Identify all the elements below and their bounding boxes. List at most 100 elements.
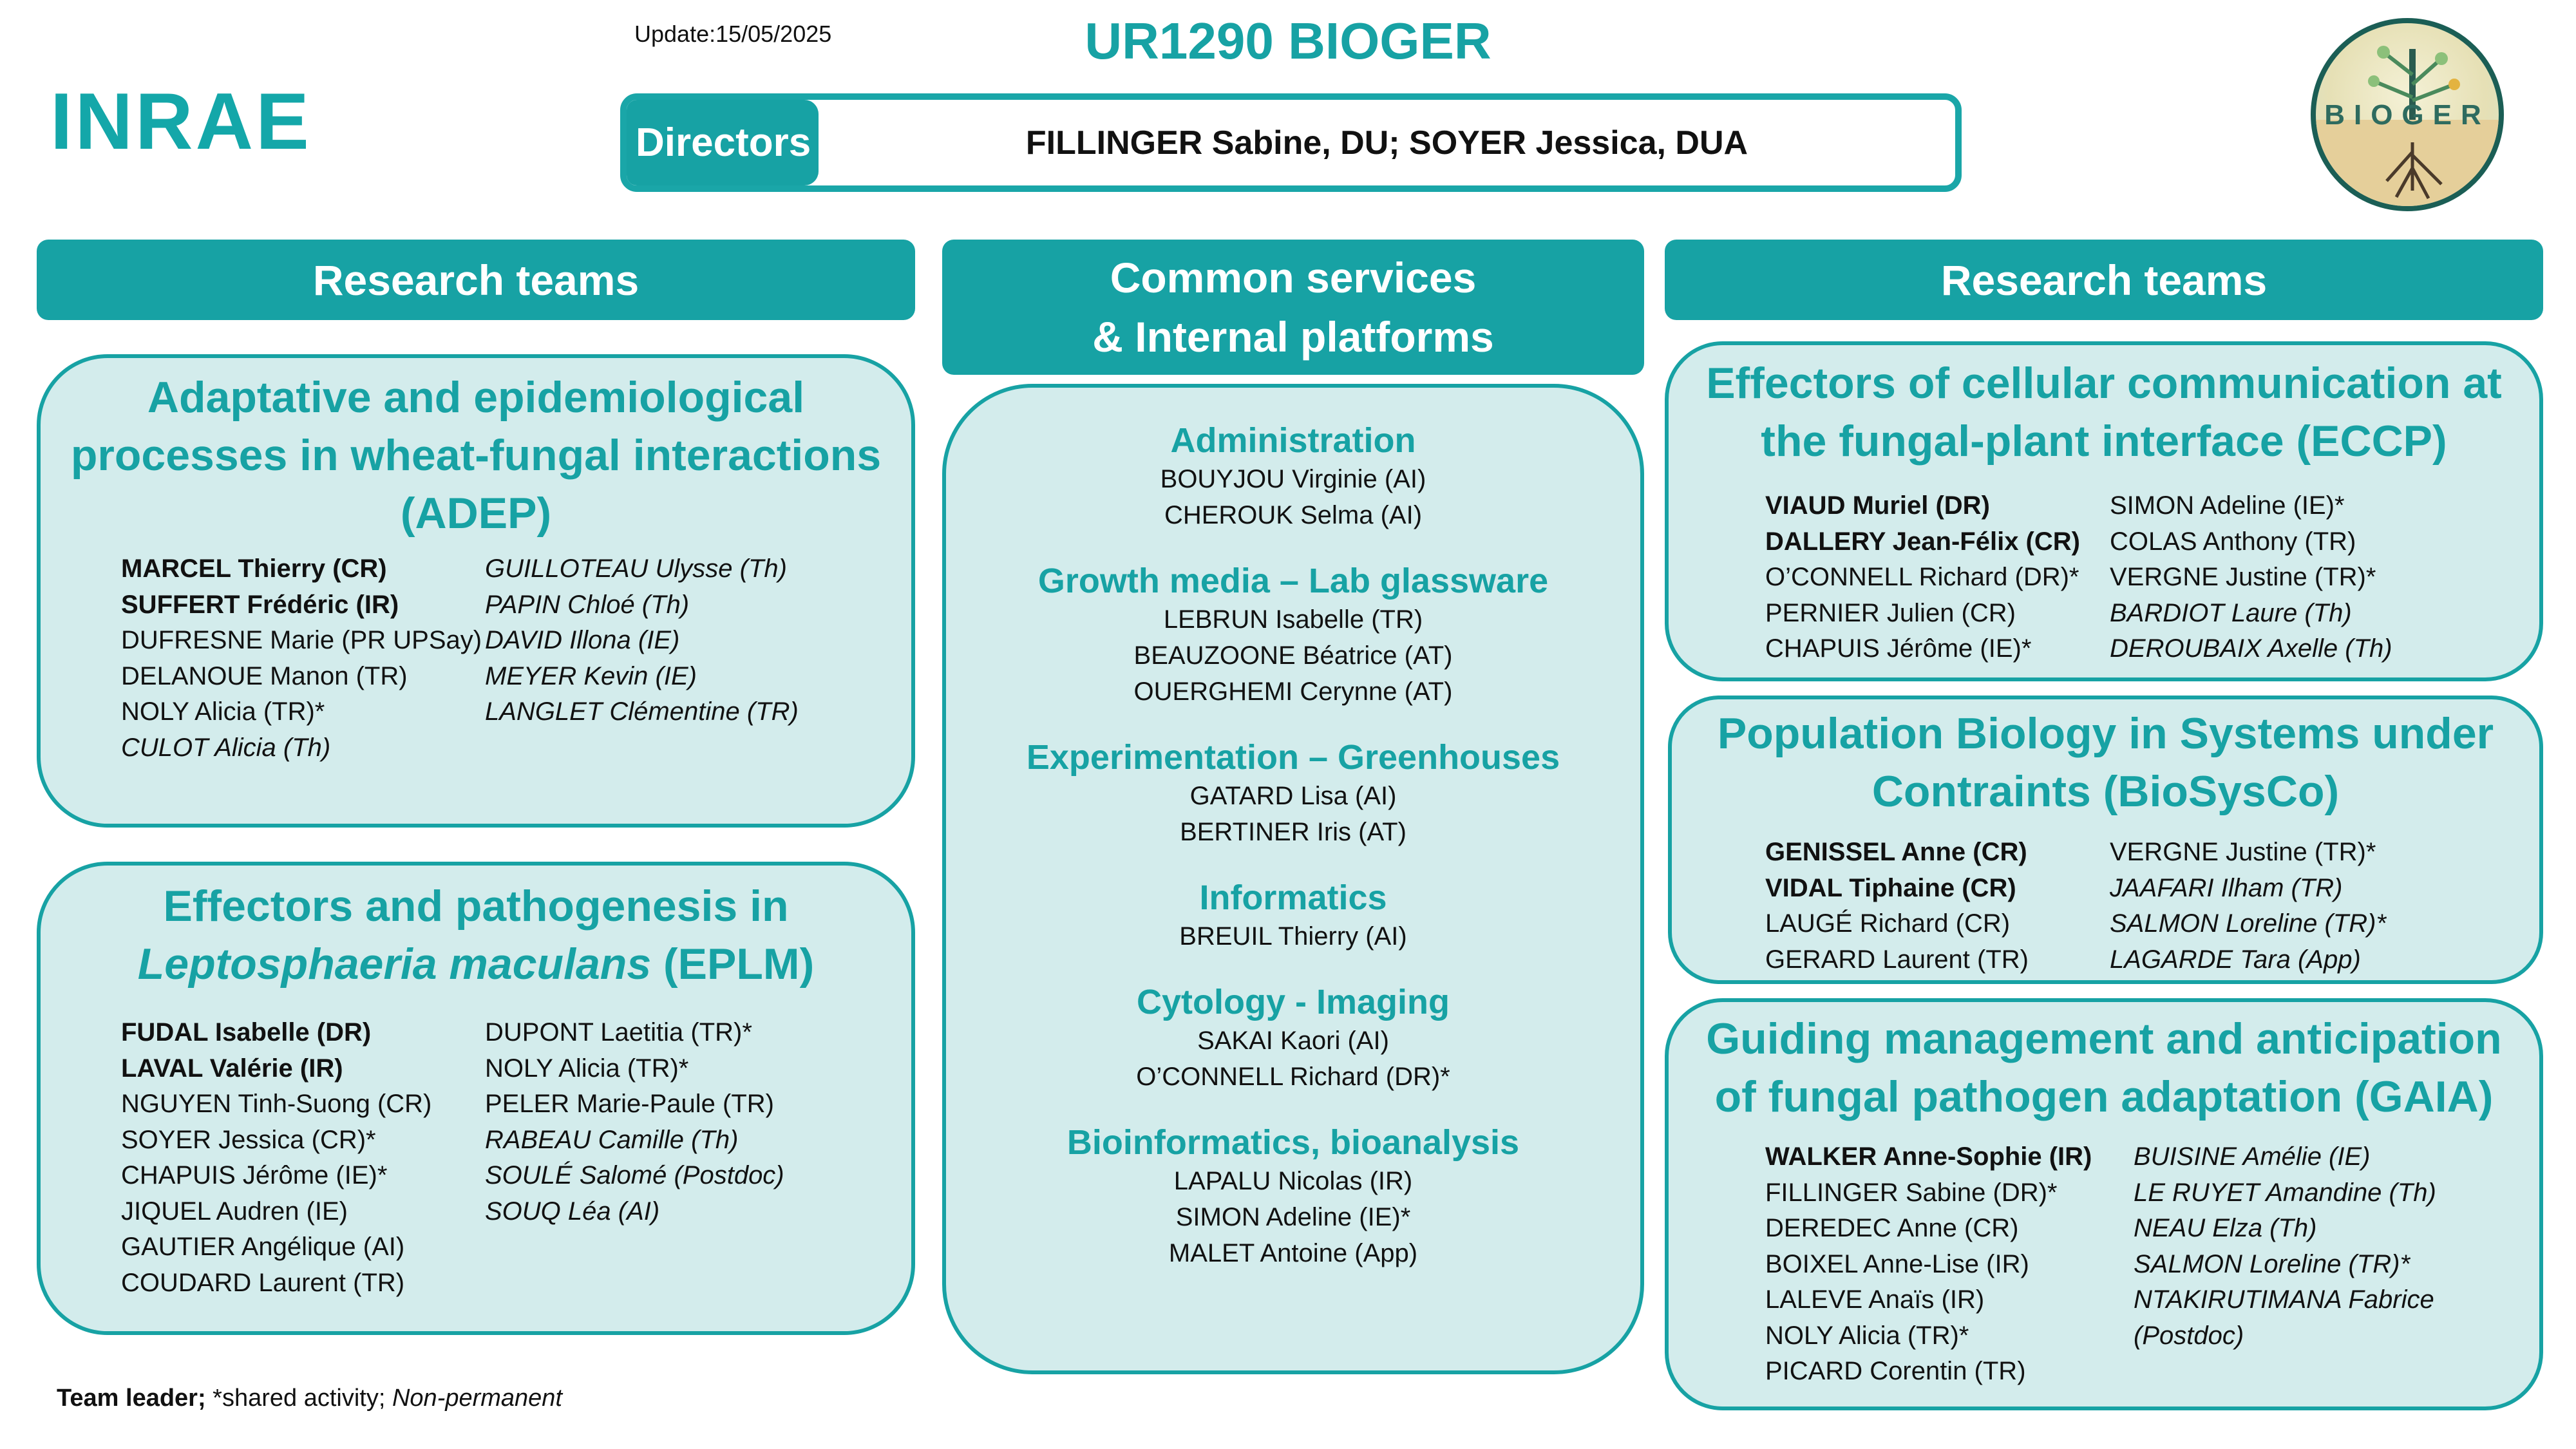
member: SIMON Adeline (IE)*: [1175, 1203, 1411, 1231]
team-gaia: Guiding management and anticipation of f…: [1665, 998, 2543, 1410]
service-title: Cytology - Imaging: [1137, 983, 1450, 1021]
team-eccp-col1: VIAUD Muriel (DR) DALLERY Jean-Félix (CR…: [1765, 488, 2080, 667]
member: PICARD Corentin (TR): [1765, 1357, 2026, 1385]
team-biosysco-col2: VERGNE Justine (TR)* JAAFARI Ilham (TR) …: [2110, 835, 2386, 978]
member: DUPONT Laetitia (TR)*: [485, 1018, 752, 1046]
service-title: Administration: [1170, 421, 1416, 460]
directors-box: Directors FILLINGER Sabine, DU; SOYER Je…: [620, 93, 1962, 192]
team-title-line: Contraints (BioSysCo): [1871, 767, 2340, 816]
page-title: UR1290 BIOGER: [1084, 12, 1492, 70]
member: BUISINE Amélie (IE): [2134, 1142, 2371, 1171]
team-eccp: Effectors of cellular communication at t…: [1665, 341, 2543, 681]
member: LALEVE Anaïs (IR): [1765, 1285, 1985, 1314]
member: O’CONNELL Richard (DR)*: [1765, 563, 2079, 591]
member: GENISSEL Anne (CR): [1765, 838, 2027, 866]
inrae-logo: INRAE: [50, 77, 312, 166]
service-experimentation: Experimentation – Greenhouses GATARD Lis…: [946, 737, 1640, 850]
team-eccp-title: Effectors of cellular communication at t…: [1669, 354, 2539, 470]
member: BEAUZOONE Béatrice (AT): [1133, 641, 1453, 670]
member: LE RUYET Amandine (Th): [2134, 1178, 2436, 1207]
member: BOUYJOU Virginie (AI): [1160, 465, 1426, 493]
service-cytology: Cytology - Imaging SAKAI Kaori (AI) O’CO…: [946, 981, 1640, 1095]
tree-icon: [2316, 46, 2499, 206]
team-adep-col1: MARCEL Thierry (CR) SUFFERT Frédéric (IR…: [121, 551, 482, 766]
legend-non-permanent: Non-permanent: [392, 1385, 563, 1412]
member: DUFRESNE Marie (PR UPSay): [121, 626, 482, 654]
team-gaia-title: Guiding management and anticipation of f…: [1669, 1010, 2539, 1126]
member: SAKAI Kaori (AI): [1197, 1027, 1389, 1055]
directors-names: FILLINGER Sabine, DU; SOYER Jessica, DUA: [1025, 124, 1748, 162]
common-services-header: Common services & Internal platforms: [942, 240, 1644, 375]
member: GATARD Lisa (AI): [1189, 782, 1397, 810]
member: SOUQ Léa (AI): [485, 1197, 660, 1226]
member: GERARD Laurent (TR): [1765, 945, 2029, 974]
member: NTAKIRUTIMANA Fabrice: [2134, 1285, 2434, 1314]
team-biosysco: Population Biology in Systems under Cont…: [1668, 696, 2543, 984]
team-eccp-col2: SIMON Adeline (IE)* COLAS Anthony (TR) V…: [2110, 488, 2392, 667]
common-services-header-line1: Common services: [1110, 254, 1477, 301]
member: COUDARD Laurent (TR): [121, 1268, 405, 1297]
member: DALLERY Jean-Félix (CR): [1765, 527, 2080, 556]
member: MALET Antoine (App): [1168, 1239, 1418, 1267]
service-informatics: Informatics BREUIL Thierry (AI): [946, 877, 1640, 954]
team-title-line: Leptosphaeria maculans (EPLM): [41, 935, 911, 993]
team-eplm-title: Effectors and pathogenesis in Leptosphae…: [41, 877, 911, 993]
service-title: Experimentation – Greenhouses: [1026, 738, 1560, 777]
team-title-line: Guiding management and anticipation: [1706, 1014, 2502, 1063]
species-name: Leptosphaeria maculans: [137, 940, 652, 989]
service-bioinformatics: Bioinformatics, bioanalysis LAPALU Nicol…: [946, 1122, 1640, 1271]
legend-shared: *shared activity;: [205, 1385, 392, 1412]
member: VIAUD Muriel (DR): [1765, 491, 1990, 520]
member: GUILLOTEAU Ulysse (Th): [485, 554, 787, 583]
member: VIDAL Tiphaine (CR): [1765, 873, 2016, 902]
service-title: Growth media – Lab glassware: [1037, 562, 1549, 600]
member: MARCEL Thierry (CR): [121, 554, 387, 583]
member: FILLINGER Sabine (DR)*: [1765, 1178, 2058, 1207]
team-biosysco-col1: GENISSEL Anne (CR) VIDAL Tiphaine (CR) L…: [1765, 835, 2029, 978]
member: LAGARDE Tara (App): [2110, 945, 2361, 974]
legend: Team leader; *shared activity; Non-perma…: [57, 1385, 562, 1412]
common-services-header-line2: & Internal platforms: [1092, 313, 1494, 361]
member: LAPALU Nicolas (IR): [1173, 1167, 1413, 1195]
member: MEYER Kevin (IE): [485, 661, 697, 690]
member: BERTINER Iris (AT): [1180, 818, 1406, 846]
member: DELANOUE Manon (TR): [121, 661, 408, 690]
team-adep-col2: GUILLOTEAU Ulysse (Th) PAPIN Chloé (Th) …: [485, 551, 799, 730]
service-title: Informatics: [1199, 878, 1387, 917]
member: CHEROUK Selma (AI): [1164, 501, 1423, 529]
seal-text: BIOGER: [2324, 99, 2490, 131]
team-title-line: processes in wheat-fungal interactions: [70, 431, 882, 480]
member: RABEAU Camille (Th): [485, 1125, 739, 1154]
member: FUDAL Isabelle (DR): [121, 1018, 372, 1046]
service-growth-media: Growth media – Lab glassware LEBRUN Isab…: [946, 560, 1640, 710]
team-title-line: of fungal pathogen adaptation (GAIA): [1714, 1072, 2494, 1121]
member: WALKER Anne-Sophie (IR): [1765, 1142, 2092, 1171]
member: O’CONNELL Richard (DR)*: [1136, 1063, 1450, 1091]
member: NOLY Alicia (TR)*: [121, 697, 325, 726]
team-gaia-col1: WALKER Anne-Sophie (IR) FILLINGER Sabine…: [1765, 1139, 2092, 1390]
team-title-line: Population Biology in Systems under: [1717, 709, 2494, 758]
team-acronym: (EPLM): [651, 940, 815, 989]
team-gaia-col2: BUISINE Amélie (IE) LE RUYET Amandine (T…: [2134, 1139, 2436, 1354]
bioger-seal-logo: BIOGER: [2311, 18, 2504, 211]
member: BREUIL Thierry (AI): [1179, 922, 1407, 951]
team-title-line: Adaptative and epidemiological: [147, 373, 805, 422]
team-adep-title: Adaptative and epidemiological processes…: [41, 368, 911, 542]
team-biosysco-title: Population Biology in Systems under Cont…: [1672, 705, 2539, 820]
member: SOYER Jessica (CR)*: [121, 1125, 376, 1154]
member: VERGNE Justine (TR)*: [2110, 838, 2376, 866]
member: LANGLET Clémentine (TR): [485, 697, 799, 726]
member: OUERGHEMI Cerynne (AT): [1133, 677, 1453, 706]
member: GAUTIER Angélique (AI): [121, 1233, 405, 1261]
update-date: Update:15/05/2025: [634, 21, 832, 47]
member: (Postdoc): [2134, 1321, 2244, 1350]
common-services-box: Administration BOUYJOU Virginie (AI) CHE…: [942, 384, 1644, 1374]
member: LEBRUN Isabelle (TR): [1163, 605, 1423, 634]
team-title-line: (ADEP): [400, 489, 552, 538]
member: VERGNE Justine (TR)*: [2110, 563, 2376, 591]
legend-team-leader: Team leader;: [57, 1385, 206, 1412]
left-research-teams-header: Research teams: [37, 240, 915, 320]
service-title: Bioinformatics, bioanalysis: [1066, 1123, 1520, 1162]
member: SALMON Loreline (TR)*: [2134, 1249, 2410, 1278]
member: CULOT Alicia (Th): [121, 733, 331, 762]
